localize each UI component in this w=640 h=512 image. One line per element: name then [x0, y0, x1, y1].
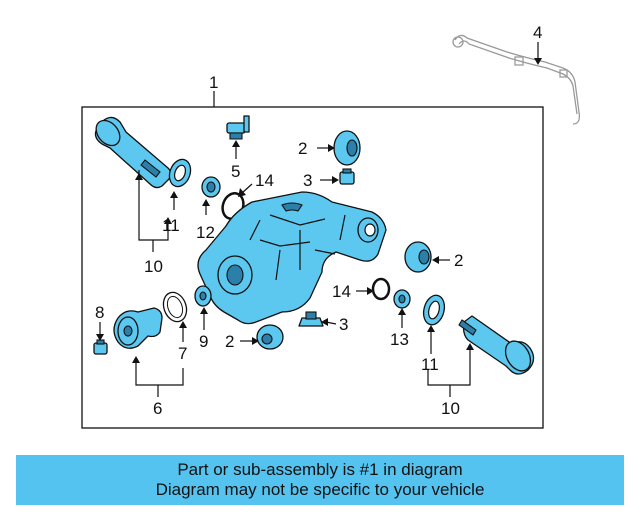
axle-shaft-right-part-10[interactable]	[458, 315, 536, 375]
gasket-part-7[interactable]	[160, 289, 191, 325]
axle-seal-right-part-11[interactable]	[420, 293, 447, 327]
callout-12: 12	[196, 223, 215, 242]
callout-1: 1	[209, 73, 218, 92]
callout-labels: 1 4 2 3 5 14 11 12 10 2 14 3 13 11 10 8 …	[95, 23, 542, 418]
differential-assembly-part-1[interactable]	[197, 191, 387, 325]
mount-bushing-right-part-2[interactable]	[404, 241, 432, 273]
bearing-race-part-12[interactable]	[201, 176, 221, 198]
callout-14-upper: 14	[255, 171, 274, 190]
callout-9: 9	[199, 332, 208, 351]
banner-line-1: Part or sub-assembly is #1 in diagram	[177, 460, 463, 479]
companion-flange-part-6[interactable]	[113, 307, 163, 349]
mount-bushing-lower-part-2[interactable]	[256, 324, 284, 350]
callout-2-lower: 2	[225, 332, 234, 351]
leader-lines	[96, 42, 542, 397]
wiring-harness-part-4[interactable]	[452, 34, 581, 125]
callout-7: 7	[178, 344, 187, 363]
callout-5: 5	[231, 162, 240, 181]
callout-3-lower: 3	[339, 315, 348, 334]
callout-6: 6	[153, 399, 162, 418]
callout-3-upper: 3	[303, 171, 312, 190]
callout-13: 13	[390, 330, 409, 349]
callout-8: 8	[95, 303, 104, 322]
parts-diagram: 1 4 2 3 5 14 11 12 10 2 14 3 13 11 10 8 …	[81, 23, 581, 429]
callout-2-right: 2	[454, 251, 463, 270]
snap-ring-lower-part-14[interactable]	[371, 277, 391, 301]
callout-2-upper: 2	[298, 139, 307, 158]
callout-11-left: 11	[162, 216, 180, 235]
axle-seal-left-part-11[interactable]	[166, 156, 194, 189]
info-banner: Part or sub-assembly is #1 in diagram Di…	[16, 455, 624, 505]
bearing-race-part-13[interactable]	[393, 289, 411, 309]
mount-bushing-upper-part-2[interactable]	[333, 130, 361, 166]
callout-4: 4	[533, 23, 542, 42]
callout-14-lower: 14	[332, 282, 351, 301]
callout-10-left: 10	[144, 257, 163, 276]
axle-shaft-left-part-10[interactable]	[91, 116, 172, 189]
mount-nut-lower-part-3[interactable]	[298, 311, 324, 327]
bearing-race-left-part-9[interactable]	[194, 285, 212, 307]
callout-10-right: 10	[441, 399, 460, 418]
callout-11-right: 11	[421, 355, 439, 374]
mount-nut-upper-part-3[interactable]	[339, 168, 355, 185]
breather-vent-part-5[interactable]	[226, 115, 250, 140]
banner-line-2: Diagram may not be specific to your vehi…	[155, 480, 485, 499]
